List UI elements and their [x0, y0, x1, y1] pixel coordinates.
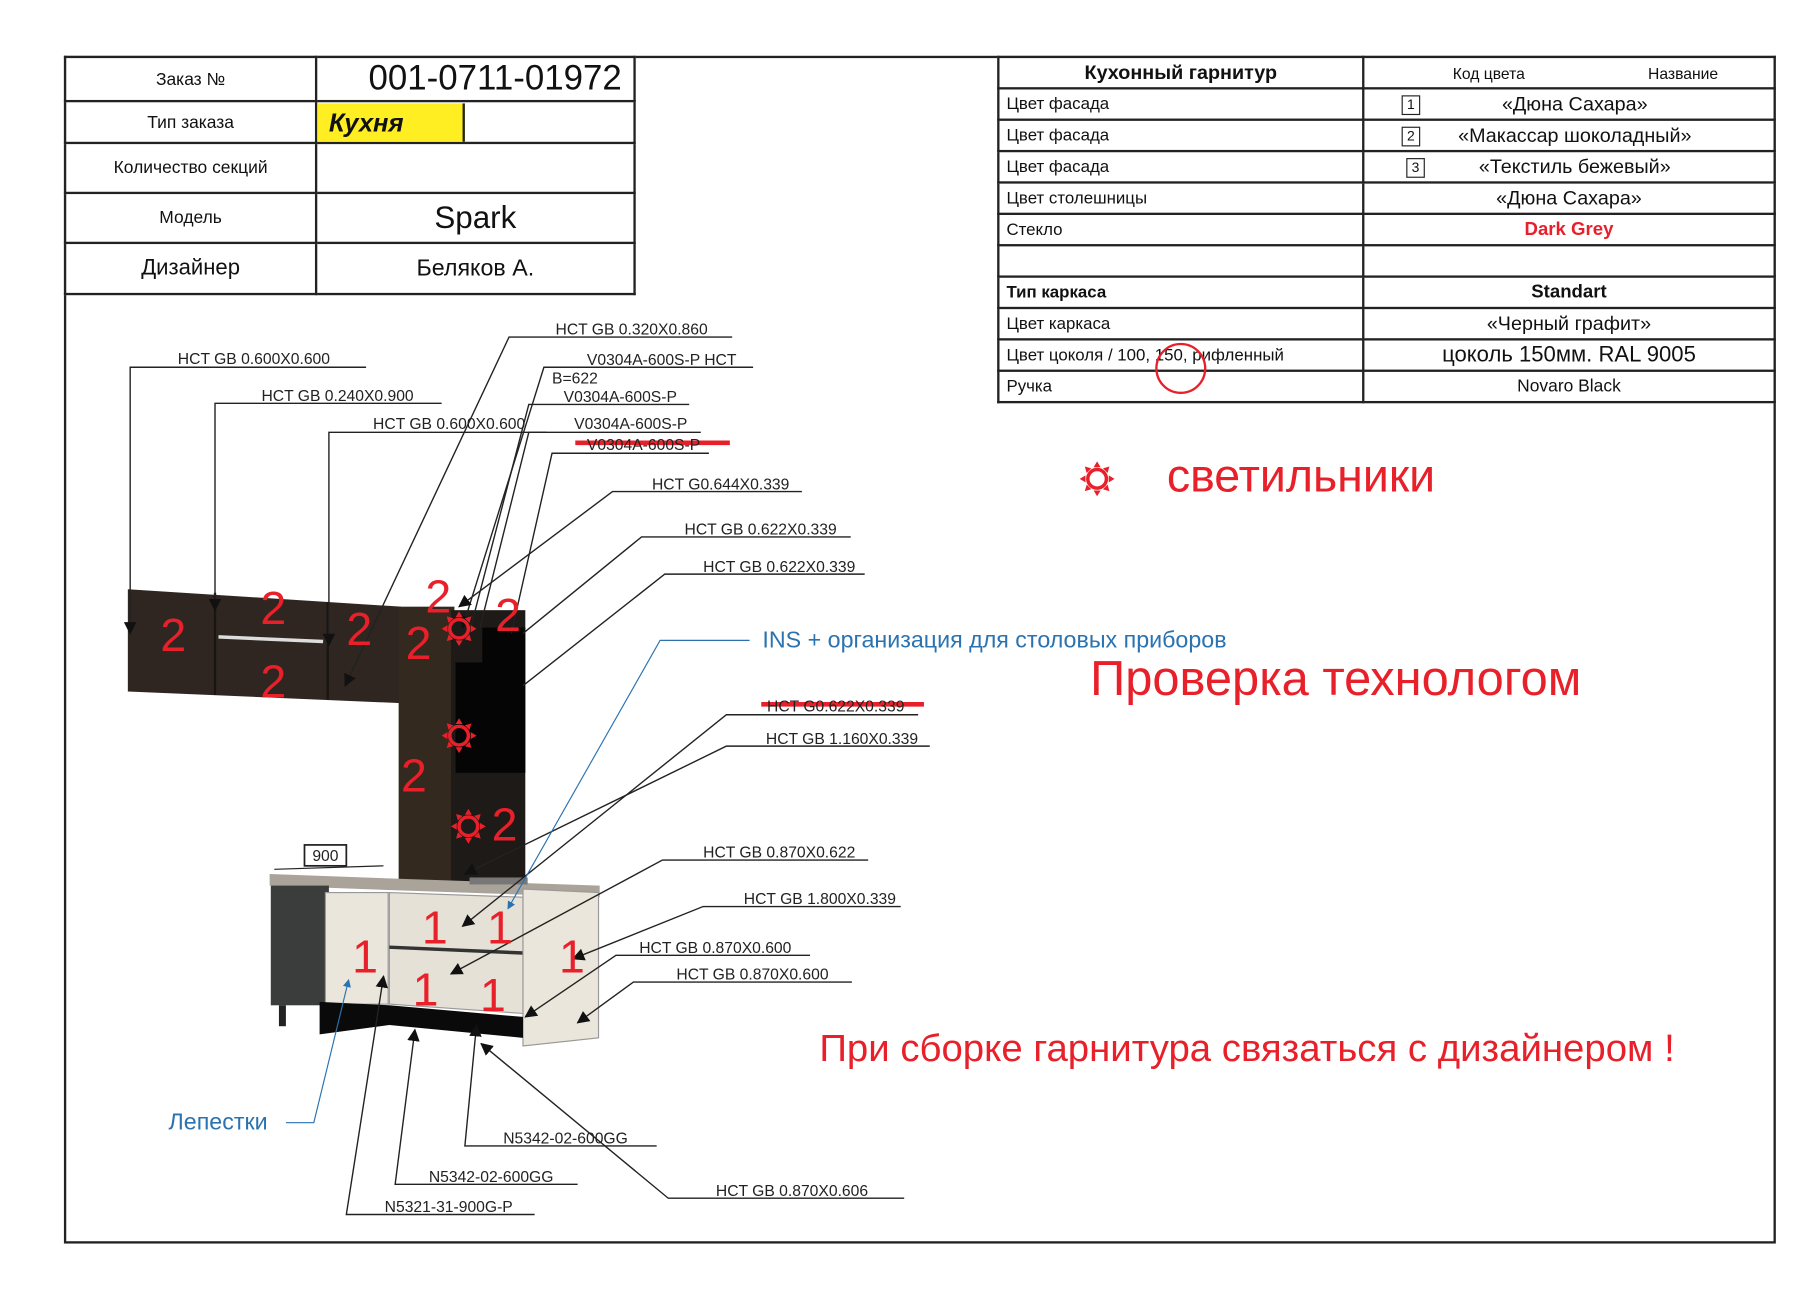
spec-value: [1362, 244, 1776, 278]
marker-1: 1: [559, 931, 585, 983]
marker-2: 2: [260, 582, 286, 634]
spec-label: Тип каркаса: [997, 275, 1365, 310]
spec-label: Цвет фасада: [997, 118, 1365, 153]
part-label: HCT G0.644X0.339: [652, 476, 789, 493]
marker-1: 1: [480, 969, 506, 1021]
spec-value: «Черный графит»: [1362, 306, 1776, 341]
spec-value: «Дюна Сахара»: [1501, 92, 1648, 115]
ins-note: INS + организация для столовых приборов: [762, 627, 1227, 654]
order-type-label: Тип заказа: [63, 99, 318, 145]
dimension-box: [303, 844, 348, 867]
spec-label: Ручка: [997, 369, 1365, 404]
spec-value: «Текстиль бежевый»: [1478, 155, 1671, 178]
spec-label: Цвет фасада: [997, 87, 1365, 121]
spec-label: Цвет фасада: [997, 149, 1365, 184]
marker-2: 2: [425, 570, 451, 622]
part-label: HCT GB 0.622X0.339: [685, 522, 837, 539]
spec-table: Кухонный гарнитур Код цвета Название Цвет…: [997, 55, 1776, 404]
order-no-label: Заказ №: [63, 55, 318, 103]
assembly-note: При сборке гарнитура связаться с дизайне…: [819, 1026, 1675, 1070]
color-code: 2: [1401, 126, 1421, 147]
marker-2: 2: [160, 609, 186, 661]
part-label: HCT GB 0.870X0.600: [676, 967, 828, 984]
spec-label: Стекло: [997, 212, 1365, 247]
model-label: Модель: [63, 191, 318, 245]
marker-2: 2: [406, 617, 432, 669]
dimension-label: 900: [312, 848, 338, 865]
part-label: N5321-31-900G-P: [385, 1199, 513, 1216]
marker-2: 2: [495, 589, 521, 641]
model: Spark: [314, 191, 636, 245]
part-label: N5342-02-600GG: [503, 1131, 628, 1148]
part-label-struck: V0304A-600S-P: [587, 437, 700, 454]
sun-icon: [1077, 459, 1117, 499]
spec-label: [997, 244, 1365, 278]
spec-value: цоколь 150мм. RAL 9005: [1362, 338, 1776, 372]
blue-leaders: [285, 639, 750, 1124]
page-frame: [63, 55, 1776, 1244]
marker-2: 2: [260, 655, 286, 707]
part-label: HCT GB 0.320X0.860: [556, 322, 708, 339]
marker-1: 1: [413, 963, 439, 1015]
sections: [314, 141, 636, 195]
col-name: Название: [1647, 65, 1719, 83]
part-label: HCT GB 0.600X0.600: [178, 351, 330, 368]
spec-title: Кухонный гарнитур: [997, 55, 1365, 90]
spec-value: Standart: [1362, 275, 1776, 310]
spec-value: «Дюна Сахара»: [1362, 181, 1776, 216]
part-label: B=622: [552, 371, 598, 388]
marker-2: 2: [492, 798, 518, 850]
part-label: HCT GB 0.870X0.600: [639, 940, 791, 957]
spec-label: Цвет каркаса: [997, 306, 1365, 341]
part-label: HCT GB 1.160X0.339: [766, 731, 918, 748]
order-type: Кухня: [317, 102, 465, 142]
spec-value: «Макассар шоколадный»: [1458, 123, 1692, 146]
part-labels: HCT GB 0.600X0.600 HCT GB 0.240X0.900 HC…: [178, 322, 918, 1216]
part-label: HCT GB 0.600X0.600: [373, 416, 525, 433]
glass-value: Dark Grey: [1362, 212, 1776, 247]
marker-1: 1: [487, 902, 513, 954]
petals-note: Лепестки: [168, 1109, 268, 1136]
part-label: HCT GB 0.240X0.900: [261, 388, 413, 405]
designer-label: Дизайнер: [63, 241, 318, 296]
col-code: Код цвета: [1452, 65, 1525, 83]
marker-1: 1: [422, 902, 448, 954]
part-label: HCT GB 0.622X0.339: [703, 559, 855, 576]
part-label: HCT GB 0.870X0.606: [716, 1183, 868, 1200]
sections-label: Количество секций: [63, 141, 318, 195]
color-code: 3: [1406, 158, 1425, 178]
part-label-struck: HCT G0.622X0.339: [767, 698, 904, 715]
spec-value: Novaro Black: [1362, 369, 1776, 404]
order-no: 001-0711-01972: [314, 55, 636, 103]
part-label: N5342-02-600GG: [429, 1169, 554, 1186]
part-label: V0304A-600S-P HCT: [587, 352, 737, 369]
marker-1: 1: [352, 931, 378, 983]
designer: Беляков А.: [314, 241, 636, 296]
leader-lines: [123, 336, 930, 1216]
marker-2: 2: [401, 749, 427, 801]
part-label: HCT GB 1.800X0.339: [744, 891, 896, 908]
marker-2: 2: [346, 603, 372, 655]
color-markers: 2 2 2 2 2 2 2 2 2 1 1 1 1 1 1: [160, 459, 1117, 1021]
check-note: Проверка технологом: [1090, 650, 1582, 706]
highlight-circle: [1155, 342, 1207, 394]
part-label: V0304A-600S-P: [574, 416, 687, 433]
color-code: 1: [1401, 95, 1421, 116]
lights-legend: светильники: [1166, 450, 1436, 503]
part-label: HCT GB 0.870X0.622: [703, 845, 855, 862]
part-label: V0304A-600S-P: [564, 389, 677, 406]
spec-label: Цвет столешницы: [997, 181, 1365, 216]
upper-cabinets: [127, 589, 526, 886]
strike-lines: [575, 440, 924, 707]
